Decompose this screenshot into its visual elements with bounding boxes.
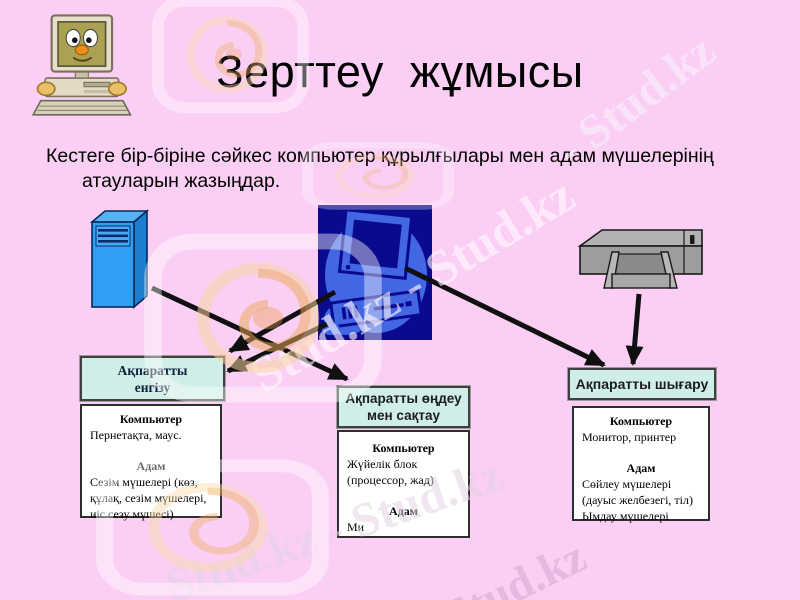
slide-title: Зерттеу жұмысы (216, 46, 584, 97)
mascot-computer-icon (30, 10, 138, 123)
computer-heading: Компьютер (372, 441, 435, 455)
human-organs-text: Сөйлеу мүшелері (дауыс желбезегі, тіл) Ы… (582, 477, 693, 523)
output-detail-box: Компьютер Монитор, принтер Адам Сөйлеу м… (572, 406, 710, 523)
system-unit-image (86, 206, 156, 315)
process-detail-box: Компьютер Жүйелік блок (процессор, жад) … (337, 430, 470, 538)
human-heading: Адам (626, 461, 656, 475)
arrow-computer-to-input-2 (226, 321, 329, 374)
input-label-box: Ақпаратты енгізу (79, 355, 226, 402)
computer-devices-text: Пернетақта, маус. (90, 428, 182, 442)
computer-heading: Компьютер (609, 414, 673, 428)
computer-devices-text: Жүйелік блок (процессор, жад) (347, 457, 434, 487)
instruction-text: Кестеге бір-біріне сәйкес компьютер құры… (46, 144, 758, 194)
human-organs-text: Сезім мүшелері (көз, құлақ, сезім мүшеле… (90, 475, 207, 521)
process-label-box: Ақпаратты өңдеу мен сақтау (336, 385, 471, 429)
output-label-box: Ақпаратты шығару (567, 367, 717, 401)
human-heading: Адам (136, 459, 166, 473)
human-heading: Адам (389, 504, 418, 518)
computer-image (318, 205, 432, 345)
instruction-line-1: Кестеге бір-біріне сәйкес компьютер құры… (46, 145, 714, 167)
arrow-computer-to-output (403, 265, 606, 368)
computer-devices-text: Монитор, принтер (582, 430, 677, 444)
human-organs-text: Ми (347, 520, 365, 534)
instruction-line-2: атауларын жазыңдар. (82, 170, 281, 192)
computer-heading: Компьютер (119, 412, 183, 426)
printer-image (576, 226, 710, 307)
watermark-text: Stud.kz (436, 530, 594, 600)
input-detail-box: Компьютер Пернетақта, маус. Адам Сезім м… (80, 404, 222, 521)
